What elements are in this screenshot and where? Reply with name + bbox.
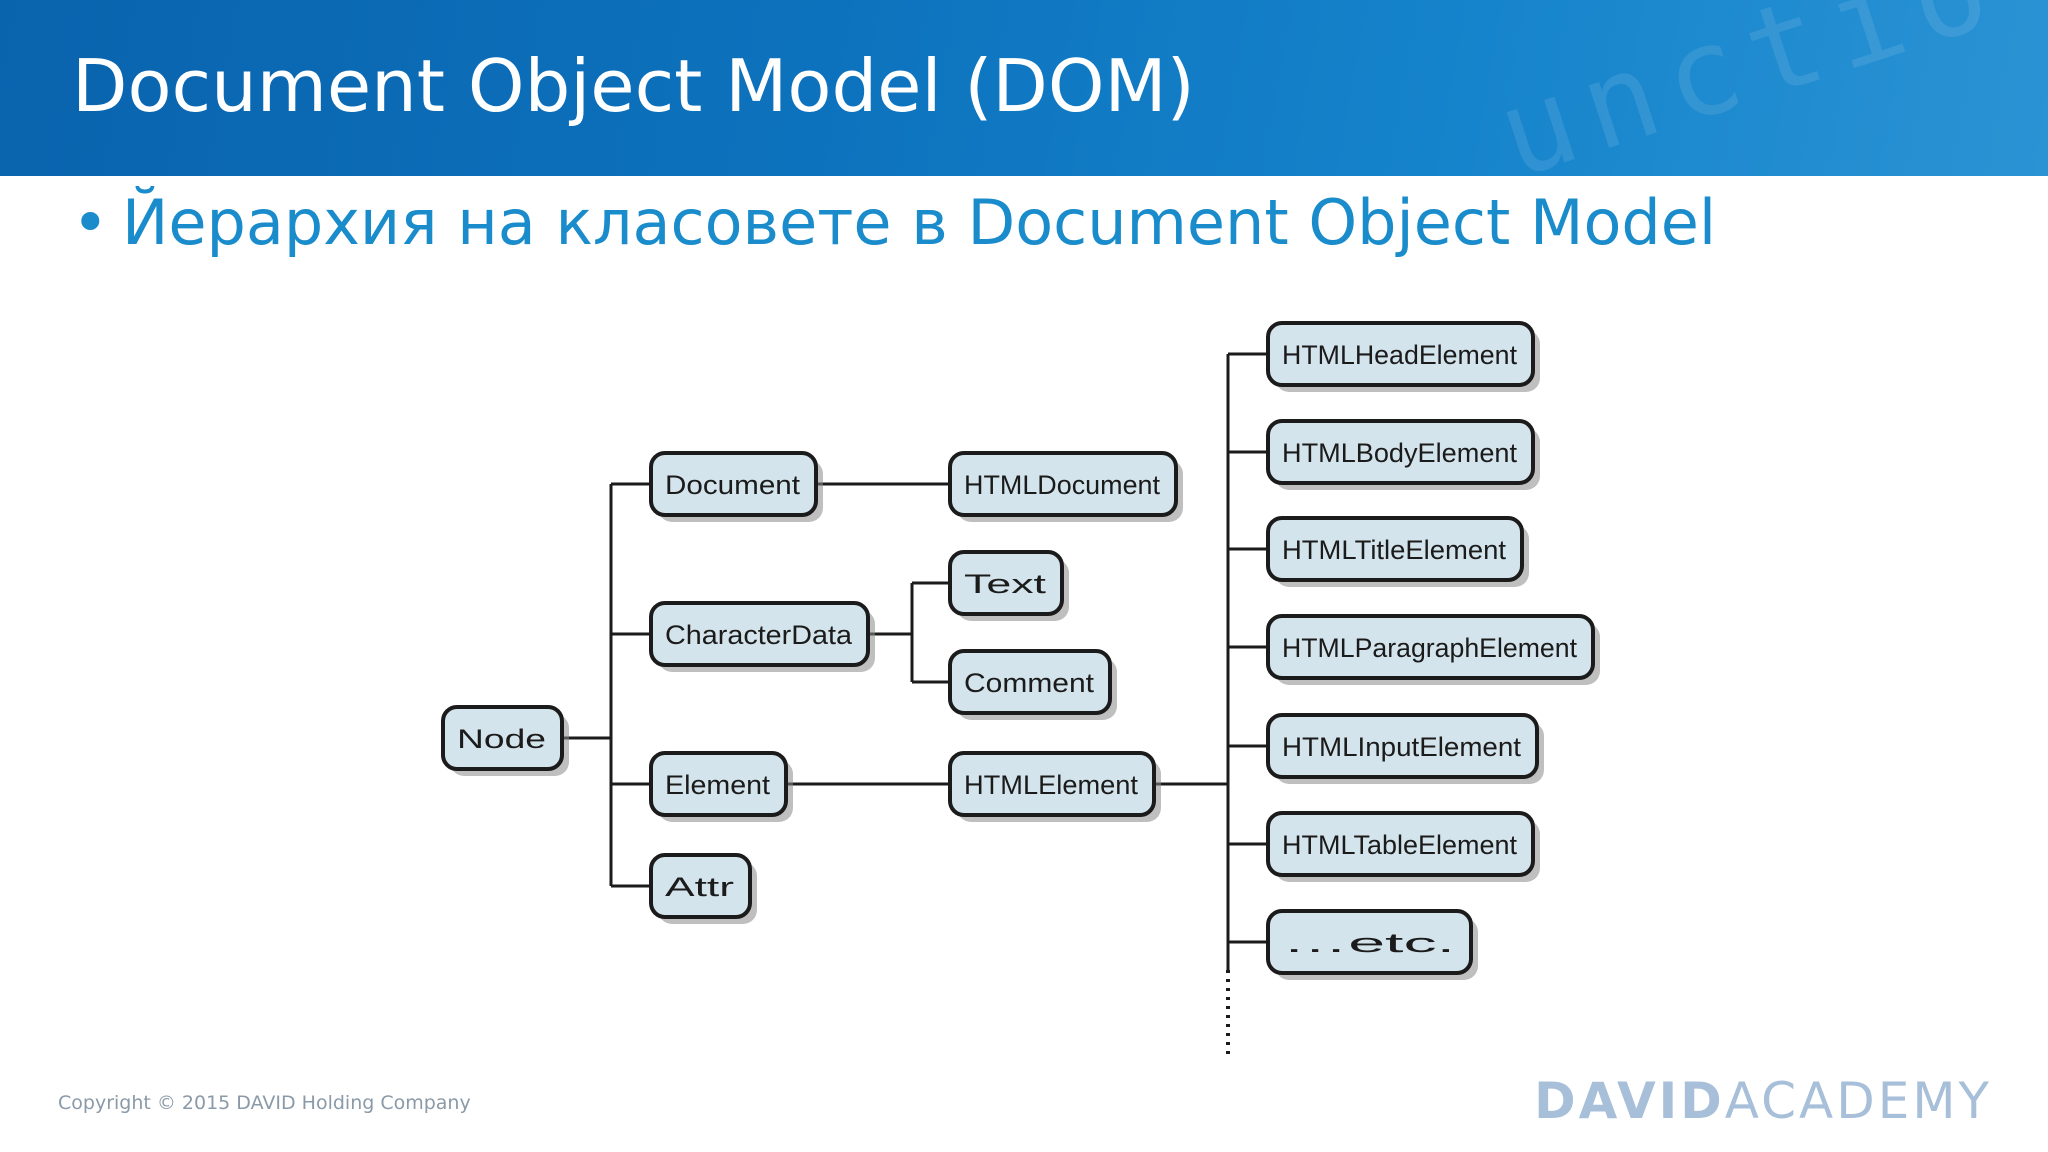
node-label: HTMLBodyElement bbox=[1282, 438, 1517, 468]
node-label: Attr bbox=[665, 872, 734, 902]
node-box bbox=[1266, 614, 1595, 680]
node-label: HTMLTitleElement bbox=[1282, 535, 1506, 565]
copyright-notice: Copyright © 2015 DAVID Holding Company bbox=[58, 1092, 471, 1114]
diagram-node-htmlelement: HTMLElement bbox=[948, 751, 1161, 822]
node-box bbox=[948, 649, 1112, 715]
bullet-text: Йерархия на класовете в Document Object … bbox=[122, 186, 1717, 259]
node-box bbox=[948, 550, 1064, 616]
diagram-node-htmlbodyelement: HTMLBodyElement bbox=[1266, 419, 1540, 490]
node-box bbox=[1266, 321, 1535, 387]
diagram-node-element: Element bbox=[649, 751, 793, 822]
diagram-node-htmlheadelement: HTMLHeadElement bbox=[1266, 321, 1540, 392]
node-box bbox=[649, 601, 870, 667]
bullet-point: •Йерархия на класовете в Document Object… bbox=[72, 186, 1716, 259]
node-label: Document bbox=[665, 470, 801, 500]
node-label: HTMLTableElement bbox=[1282, 830, 1517, 860]
diagram-node-attr: Attr bbox=[649, 853, 757, 924]
diagram-node-htmldocument: HTMLDocument bbox=[948, 451, 1183, 522]
diagram-node-htmlinputelement: HTMLInputElement bbox=[1266, 713, 1544, 784]
diagram-node-node: Node bbox=[441, 705, 569, 776]
node-box bbox=[1266, 419, 1535, 485]
diagram-node-text: Text bbox=[948, 550, 1069, 621]
node-box bbox=[1266, 909, 1473, 975]
node-label: HTMLInputElement bbox=[1282, 732, 1522, 762]
node-label: HTMLHeadElement bbox=[1282, 340, 1517, 370]
diagram-node-htmltableelement: HTMLTableElement bbox=[1266, 811, 1540, 882]
diagram-node-comment: Comment bbox=[948, 649, 1117, 720]
node-box bbox=[649, 751, 788, 817]
node-box bbox=[1266, 811, 1535, 877]
node-label: Text bbox=[964, 569, 1047, 599]
logo-thin-part: ACADEMY bbox=[1724, 1072, 1992, 1130]
bullet-marker: • bbox=[72, 186, 109, 259]
node-box bbox=[441, 705, 564, 771]
diagram-edges bbox=[562, 352, 1268, 1060]
node-label: Element bbox=[665, 770, 771, 800]
node-box bbox=[1266, 516, 1524, 582]
node-label: HTMLParagraphElement bbox=[1282, 633, 1577, 663]
diagram-node-htmlparagraphelement: HTMLParagraphElement bbox=[1266, 614, 1600, 685]
diagram-node-document: Document bbox=[649, 451, 823, 522]
slide-title: Document Object Model (DOM) bbox=[72, 44, 1195, 128]
node-label: …etc. bbox=[1282, 928, 1455, 958]
node-box bbox=[649, 451, 818, 517]
node-box bbox=[649, 853, 752, 919]
node-label: Node bbox=[457, 724, 546, 754]
node-label: CharacterData bbox=[665, 620, 853, 650]
slide-header: unctio Document Object Model (DOM) bbox=[0, 0, 2048, 176]
logo-bold-part: DAVID bbox=[1534, 1072, 1725, 1130]
node-label: HTMLElement bbox=[964, 770, 1139, 800]
diagram-node-etc: …etc. bbox=[1266, 909, 1478, 980]
node-box bbox=[1266, 713, 1539, 779]
node-label: Comment bbox=[964, 668, 1095, 698]
diagram-node-characterdata: CharacterData bbox=[649, 601, 875, 672]
node-label: HTMLDocument bbox=[964, 470, 1160, 500]
diagram-node-htmltitleelement: HTMLTitleElement bbox=[1266, 516, 1529, 587]
david-academy-logo: DAVIDACADEMY bbox=[1534, 1072, 1992, 1130]
node-box bbox=[948, 751, 1156, 817]
node-box bbox=[948, 451, 1178, 517]
